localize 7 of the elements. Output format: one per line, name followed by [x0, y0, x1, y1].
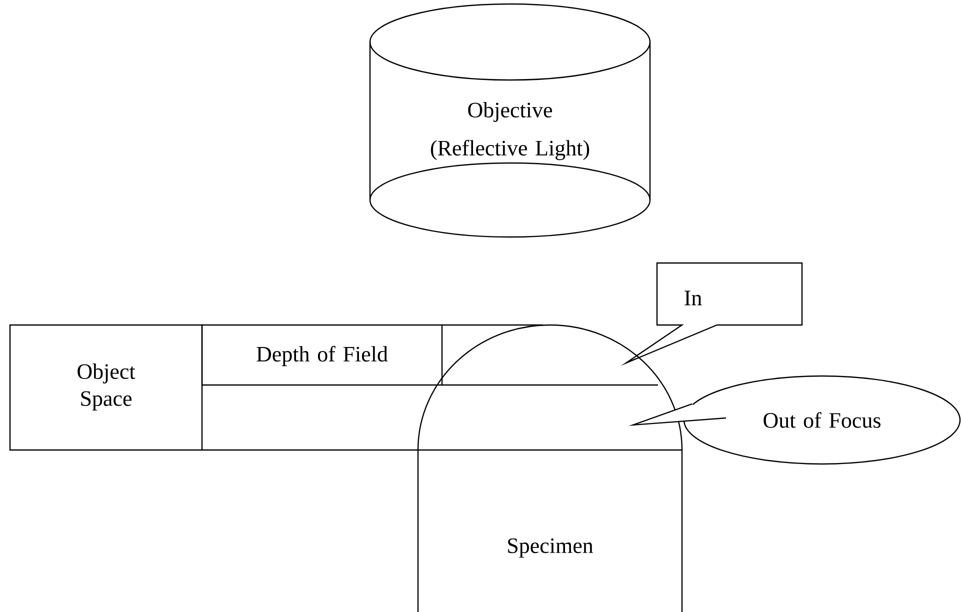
node-label: Objective: [468, 102, 552, 122]
callout-box: In: [620, 262, 803, 366]
depth-of-field-cell: Depth of Field: [201, 324, 443, 386]
objective-cylinder: Objective (Reflective Light): [369, 3, 651, 238]
speech-bubble: Out of Focus: [628, 375, 961, 465]
node-label: (Reflective Light): [430, 140, 590, 160]
object-space-cell: Object Space: [9, 324, 203, 451]
